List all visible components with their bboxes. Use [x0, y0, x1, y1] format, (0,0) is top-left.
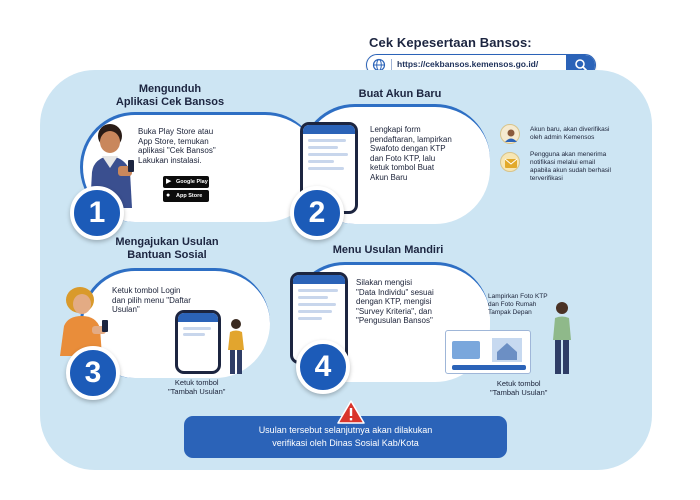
warning-icon — [337, 400, 365, 424]
notice-line: Usulan tersebut selanjutnya akan dilakuk… — [258, 425, 433, 435]
url-divider — [391, 59, 392, 71]
woman-holding-phone-illustration — [553, 302, 571, 374]
note-line: oleh admin Kemensos — [530, 134, 595, 141]
step1-title: Mengunduh Aplikasi Cek Bansos — [100, 83, 240, 109]
step2-text-line: dan Foto KTP, lalu — [370, 153, 436, 163]
note-line: Pengguna akan menerima — [530, 151, 607, 158]
step2-number-badge: 2 — [290, 186, 344, 240]
step2-text-line: Akun Baru — [370, 172, 408, 182]
step2-text-line: ketuk tombol Buat — [370, 163, 435, 172]
ktp-photo-icon — [452, 341, 480, 359]
step4-text-line: "Pengusulan Bansos" — [356, 316, 433, 325]
note-line: terverifikasi — [530, 175, 563, 182]
step3-text-line: Usulan" — [112, 305, 140, 314]
caption-line: Ketuk tombol — [174, 378, 219, 387]
step1-text-line: Lakukan instalasi. — [138, 155, 202, 165]
caption-line: "Tambah Usulan" — [490, 388, 548, 397]
step3-title-line2: Bantuan Sosial — [127, 249, 207, 261]
phone-line — [183, 333, 205, 336]
phone-line — [298, 296, 328, 299]
step3-text-line: Ketuk tombol Login — [112, 286, 181, 295]
note-line: Akun baru, akan diverifikasi — [530, 126, 610, 133]
step2-text-line: Swafoto dengan KTP — [370, 144, 446, 153]
url-text[interactable]: https://cekbansos.kemensos.go.id/ — [397, 59, 539, 69]
phone-header — [303, 125, 355, 134]
phone-line — [298, 310, 332, 313]
step4-number-badge: 4 — [296, 340, 350, 394]
phone-line — [308, 153, 348, 156]
step2-title: Buat Akun Baru — [358, 88, 442, 100]
google-play-label: Google Play — [176, 179, 208, 185]
caption-line: "Tambah Usulan" — [168, 387, 226, 396]
phone-line — [298, 317, 322, 320]
step4-side-caption: Lampirkan Foto KTP dan Foto Rumah Tampak… — [488, 293, 548, 317]
step1-title-line2: Aplikasi Cek Bansos — [115, 96, 225, 108]
side-caption-line: Tampak Depan — [488, 309, 532, 316]
step3-text: Ketuk tombol Login dan pilih menu "Dafta… — [112, 286, 191, 315]
note-admin-text: Akun baru, akan diverifikasi oleh admin … — [530, 126, 610, 142]
side-caption-line: Lampirkan Foto KTP — [488, 293, 548, 300]
step4-title: Menu Usulan Mandiri — [332, 244, 444, 256]
step1-text-line: Buka Play Store atau — [138, 127, 214, 136]
page-title: Cek Kepesertaan Bansos: — [369, 35, 532, 50]
app-store-label: App Store — [176, 193, 203, 199]
note-email-text: Pengguna akan menerima notifikasi melalu… — [530, 151, 611, 183]
house-photo-icon — [492, 338, 522, 362]
step3-number-badge: 3 — [66, 346, 120, 400]
notice-line: verifikasi oleh Dinas Sosial Kab/Kota — [272, 438, 419, 448]
phone-line — [298, 289, 338, 292]
google-play-badge[interactable]: ▶ Google Play — [163, 176, 209, 188]
step2-text-line: pendaftaran, lampirkan — [370, 134, 452, 144]
step1-text-line: App Store, temukan — [138, 136, 209, 146]
step3-caption: Ketuk tombol "Tambah Usulan" — [168, 378, 225, 396]
step4-text-line: dengan KTP, mengisi — [356, 297, 432, 306]
note-line: apabila akun sudah berhasil — [530, 167, 611, 174]
step2-text-line: Lengkapi form — [370, 125, 421, 134]
apple-icon: ● — [166, 192, 171, 199]
man-pointing-illustration — [228, 319, 244, 374]
note-line: notifikasi melalui email — [530, 159, 596, 166]
side-caption-line: dan Foto Rumah — [488, 301, 537, 308]
step1-text-line: aplikasi "Cek Bansos" — [138, 146, 216, 155]
phone-line — [308, 146, 338, 149]
upload-mockup — [445, 330, 531, 374]
step4-text: Silakan mengisi "Data Individu" sesuai d… — [356, 278, 434, 326]
phone-header — [293, 275, 345, 284]
step4-text-line: Silakan mengisi — [356, 278, 413, 287]
search-icon — [575, 59, 588, 72]
step2-text: Lengkapi form pendaftaran, lampirkan Swa… — [370, 125, 452, 182]
phone-line — [298, 303, 336, 306]
play-icon: ▶ — [166, 178, 172, 185]
step3-phone — [175, 310, 221, 374]
step3-title: Mengajukan Usulan Bantuan Sosial — [92, 236, 242, 262]
phone-line — [308, 167, 344, 170]
step4-text-line: "Survey Kriteria", dan — [356, 306, 432, 316]
phone-line — [308, 139, 346, 142]
step1-number-badge: 1 — [70, 186, 124, 240]
step3-title-line1: Mengajukan Usulan — [115, 236, 219, 248]
phone-header — [178, 313, 218, 322]
caption-line: Ketuk tombol — [496, 379, 541, 388]
phone-line — [308, 160, 334, 163]
phone-line — [183, 327, 211, 330]
step1-title-line1: Mengunduh — [138, 83, 202, 95]
step1-text: Buka Play Store atau App Store, temukan … — [138, 127, 216, 165]
person-with-phone-illustration — [90, 124, 134, 208]
step4-caption: Ketuk tombol "Tambah Usulan" — [490, 379, 547, 397]
email-icon — [500, 152, 520, 172]
step4-text-line: "Data Individu" sesuai — [356, 287, 434, 297]
upload-submit-bar — [452, 365, 526, 370]
step3-text-line: dan pilih menu "Daftar — [112, 295, 191, 305]
app-store-badge[interactable]: ● App Store — [163, 190, 209, 202]
admin-icon — [500, 124, 520, 144]
phone-screen — [178, 313, 218, 371]
